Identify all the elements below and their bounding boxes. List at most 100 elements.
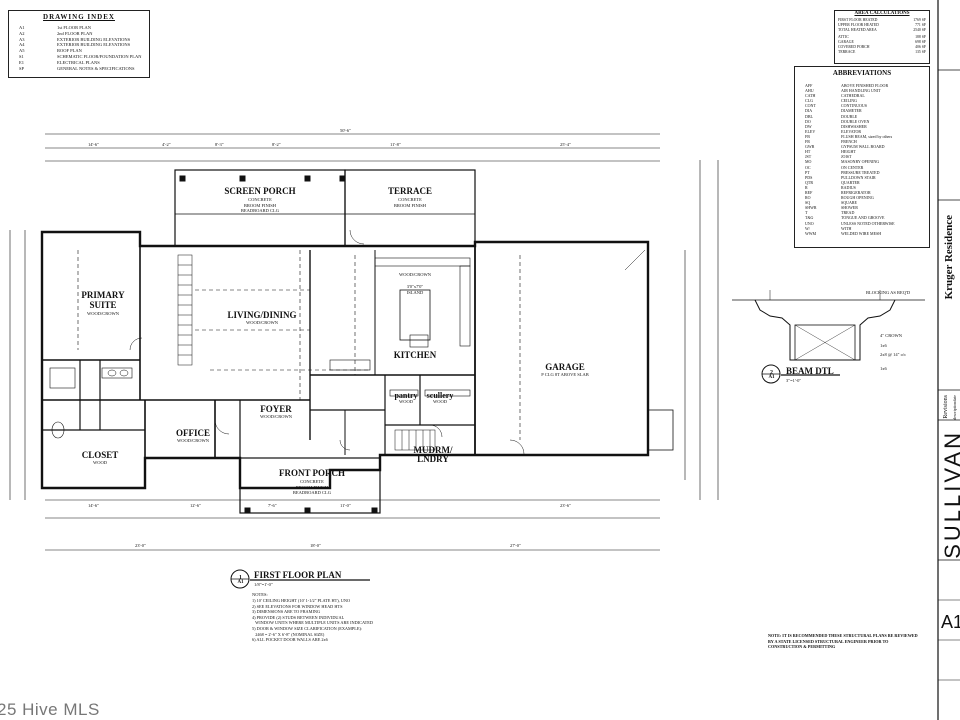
abbreviation-code: AFF [805, 83, 813, 88]
abbreviation-meaning: TONGUE AND GROOVE [841, 215, 885, 221]
abbreviation-code: CLG [805, 98, 813, 104]
abbreviation-meaning: JOIST [841, 154, 852, 160]
area-calc-label: TERRACE [838, 49, 856, 54]
room-closet-sub: WOOD [93, 460, 107, 465]
abbreviation-meaning: CATHEDRAL [841, 93, 865, 99]
area-calc-label: COVERED PORCH [838, 44, 870, 49]
room-terrace-sub: CONCRETE BROOM FINISH [393, 197, 427, 208]
room-primary-suite-sub: WOOD/CROWN [87, 311, 119, 316]
drawing-index-desc: ELECTRICAL PLANS [57, 59, 100, 65]
abbreviation-code: MO [805, 159, 812, 165]
room-scullery: scullery [426, 391, 454, 400]
drawing-index-code: A5 [19, 48, 25, 54]
drawing-index-code: A4 [19, 42, 25, 48]
drawing-index-code: A3 [19, 36, 25, 42]
drawing-index-desc: EXTERIOR BUILDING ELEVATIONS [57, 42, 131, 48]
abbreviation-meaning: DISHWASHER [841, 123, 867, 129]
abbreviation-code: DW [805, 123, 812, 129]
abbreviation-code: FB [805, 133, 810, 139]
dim-top-label: 11'-8" [390, 142, 401, 147]
plan-note: 1) 10' CEILING HEIGHT (10' 1-1/2" PLATE … [252, 598, 351, 603]
drawing-index-desc: EXTERIOR BUILDING ELEVATIONS [57, 36, 131, 42]
drawing-index-desc: 2nd FLOOR PLAN [57, 30, 93, 36]
title-block-project: Kruger Residence [943, 215, 955, 300]
beam-label-blocking: BLOCKING AS REQ'D [866, 290, 911, 295]
abbreviation-code: GWB [805, 144, 815, 150]
plan-note: 6) ALL POCKET DOOR WALLS ARE 2x6 [252, 637, 328, 643]
area-calc-value: 135 SF [915, 49, 926, 54]
room-island: 3'0"x7'0" ISLAND [406, 284, 424, 295]
plan-note: 2468 = 2'-6" X 6'-8" (NOMINAL SIZE) [252, 631, 325, 637]
dim-bottom-label: 12'-6" [190, 503, 201, 508]
plan-title-scale: 1/8"=1'-0" [254, 582, 273, 587]
abbreviation-meaning: FRENCH [841, 139, 857, 145]
abbreviation-meaning: WITH [841, 225, 852, 231]
abbreviation-meaning: DOUBLE [841, 113, 858, 119]
abbreviation-meaning: HEIGHT [841, 149, 856, 155]
abbreviation-row: DW DISHWASHER [805, 124, 929, 129]
area-calc-row: TERRACE 135 SF [838, 50, 926, 55]
abbreviation-meaning: CONTINUOUS [841, 103, 867, 109]
abbreviation-code: CONT [805, 103, 816, 109]
room-screen-porch: SCREEN PORCH [224, 186, 296, 196]
abbreviation-meaning: ROUGH OPENING [841, 195, 874, 201]
dim-overall-bottom-label: 27'-0" [510, 543, 521, 548]
beam-detail-sheet: A1 [768, 375, 775, 380]
abbreviation-row: PDS PULLDOWN STAIR [805, 175, 929, 180]
beam-detail-scale: 3"=1'-0" [786, 378, 802, 383]
plan-note: 3) DIMENSIONS ARE TO FRAMING [252, 609, 321, 615]
dim-overall-bottom-label: 18'-0" [310, 543, 321, 548]
abbreviation-row: JST JOIST [805, 154, 929, 159]
drawing-index-desc: 1st FLOOR PLAN [57, 25, 92, 30]
abbreviation-row: W/WITH [805, 226, 929, 231]
area-calc-value: 698 SF [915, 40, 926, 45]
room-office-sub: WOOD/CROWN [177, 438, 209, 443]
abbreviation-meaning: QUARTER [841, 179, 860, 185]
dim-top-label: 25'-4" [560, 142, 571, 147]
drawing-index-code: S1 [19, 53, 24, 59]
dim-top-label: 4'-2" [162, 142, 171, 147]
abbreviation-row: CLG CEILING [805, 98, 929, 103]
area-calc-value: 2540 SF [913, 27, 926, 32]
area-calc-label: GARAGE [838, 40, 854, 45]
area-calc-value: 1769 SF [913, 18, 926, 22]
room-garage: GARAGE [545, 362, 585, 372]
drawing-index-code: A2 [19, 30, 25, 36]
area-calc-label: TOTAL HEATED AREA [838, 27, 877, 32]
abbreviation-meaning: RADIUS [841, 184, 856, 190]
abbreviation-code: DO [805, 118, 811, 124]
drawing-index-row: A4 EXTERIOR BUILDING ELEVATIONS [19, 42, 149, 48]
dim-overall-top: 50'-6" [340, 128, 351, 133]
watermark: 25 Hive MLS [0, 700, 100, 719]
abbreviation-meaning: PULLDOWN STAIR [841, 174, 876, 180]
abbreviation-meaning: SHOWER [841, 205, 858, 211]
abbreviation-code: CATH [805, 93, 816, 99]
abbreviation-code: PDS [805, 174, 813, 180]
room-garage-sub: P CLG 8T ABOVE SLAB [541, 372, 589, 377]
room-foyer-sub: WOOD/CROWN [260, 414, 292, 419]
room-primary-suite: PRIMARY SUITE [81, 290, 125, 310]
area-calc-row: GARAGE 698 SF [838, 40, 926, 45]
drawing-index-desc: ROOF PLAN [57, 48, 82, 54]
title-block-firm: SULLIVAN [940, 430, 960, 559]
abbreviation-meaning: MASONRY OPENING [841, 159, 880, 165]
abbreviation-meaning: CEILING [841, 98, 857, 104]
beam-label-1x6-b: 1x6 [880, 366, 887, 371]
beam-label-crown: 4" CROWN [880, 333, 902, 338]
abbreviation-code: JST [805, 154, 812, 160]
